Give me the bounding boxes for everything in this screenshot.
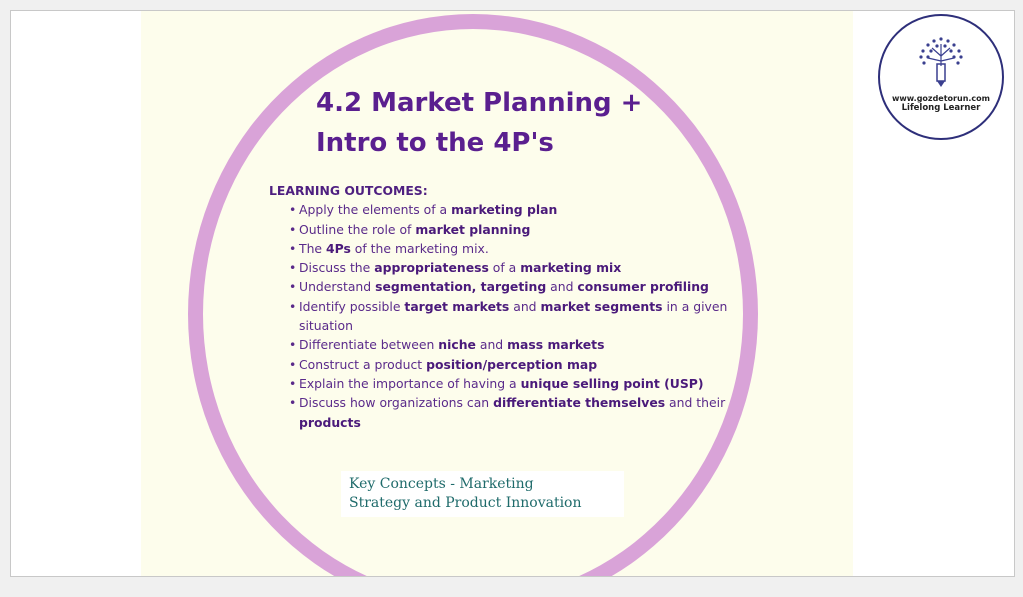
title-line-1: 4.2 Market Planning + bbox=[316, 88, 643, 118]
outcome-text: The bbox=[299, 240, 326, 256]
outcome-bold-text: market segments bbox=[540, 298, 663, 314]
outcome-bold-text: appropriateness bbox=[374, 260, 489, 276]
outcome-bold-text: market planning bbox=[415, 221, 531, 237]
outcome-item: Construct a product position/perception … bbox=[289, 355, 729, 375]
outcome-text: of a bbox=[488, 260, 521, 276]
outcome-text: and bbox=[475, 337, 508, 353]
outcome-text: Discuss the bbox=[299, 260, 375, 276]
outcome-item: Identify possible target markets and mar… bbox=[289, 297, 729, 336]
outcome-text: Discuss how organizations can bbox=[299, 395, 494, 411]
outcome-bold-text: segmentation, targeting bbox=[375, 279, 547, 295]
outcome-text: in a given situation bbox=[299, 298, 728, 334]
outcome-text: of the marketing mix. bbox=[350, 240, 489, 256]
outcome-bold-text: marketing plan bbox=[451, 202, 558, 218]
slide-image: 4.2 Market Planning + Intro to the 4P's … bbox=[141, 11, 853, 576]
title-line-2: Intro to the 4P's bbox=[316, 128, 554, 158]
outcome-text: and bbox=[509, 298, 541, 314]
outcome-item: Explain the importance of having a uniqu… bbox=[289, 374, 729, 394]
outcome-bold-text: differentiate themselves bbox=[493, 395, 666, 411]
logo-url: www.gozdetorun.com bbox=[892, 94, 990, 103]
outcome-item: Outline the role of market planning bbox=[289, 220, 729, 240]
outcome-text: Construct a product bbox=[299, 356, 427, 372]
logo: www.gozdetorun.com Lifelong Learner bbox=[878, 14, 1004, 140]
outcome-bold-text: mass markets bbox=[507, 337, 605, 353]
logo-tagline: Lifelong Learner bbox=[901, 103, 981, 113]
learning-outcomes: LEARNING OUTCOMES: Apply the elements of… bbox=[269, 181, 729, 432]
outcome-item: Discuss how organizations can differenti… bbox=[289, 393, 729, 432]
outcome-bold-text: niche bbox=[438, 337, 476, 353]
outcome-item: Differentiate between niche and mass mar… bbox=[289, 335, 729, 355]
outcome-bold-text: consumer profiling bbox=[577, 279, 709, 295]
outcome-item: Discuss the appropriateness of a marketi… bbox=[289, 258, 729, 278]
outcome-item: Apply the elements of a marketing plan bbox=[289, 200, 729, 220]
outcome-text: Understand bbox=[299, 279, 376, 295]
outcome-text: Explain the importance of having a bbox=[299, 375, 521, 391]
outcome-text: Apply the elements of a bbox=[299, 202, 452, 218]
outcome-text: Differentiate between bbox=[299, 337, 439, 353]
outcome-text: and their bbox=[665, 395, 726, 411]
slide-title: 4.2 Market Planning + Intro to the 4P's bbox=[316, 83, 642, 163]
learning-outcomes-heading: LEARNING OUTCOMES: bbox=[269, 183, 428, 198]
outcome-bold-text: target markets bbox=[404, 298, 510, 314]
outcome-item: The 4Ps of the marketing mix. bbox=[289, 239, 729, 259]
outcome-item: Understand segmentation, targeting and c… bbox=[289, 277, 729, 297]
outcome-bold-text: marketing mix bbox=[520, 260, 622, 276]
outcome-bold-text: position/perception map bbox=[426, 356, 598, 372]
outcome-text: and bbox=[546, 279, 578, 295]
key-concepts-line-1: Key Concepts - Marketing bbox=[349, 476, 534, 492]
outcome-bold-text: products bbox=[299, 414, 361, 430]
outcome-bold-text: 4Ps bbox=[325, 240, 351, 256]
key-concepts-box: Key Concepts - Marketing Strategy and Pr… bbox=[341, 471, 624, 517]
slide: 4.2 Market Planning + Intro to the 4P's … bbox=[10, 10, 1015, 577]
outcomes-list: Apply the elements of a marketing planOu… bbox=[269, 200, 729, 432]
outcome-text: Identify possible bbox=[299, 298, 405, 314]
tree-pencil-icon bbox=[919, 37, 963, 87]
key-concepts-line-2: Strategy and Product Innovation bbox=[349, 495, 582, 511]
outcome-text: Outline the role of bbox=[299, 221, 416, 237]
outcome-bold-text: unique selling point (USP) bbox=[520, 375, 704, 391]
